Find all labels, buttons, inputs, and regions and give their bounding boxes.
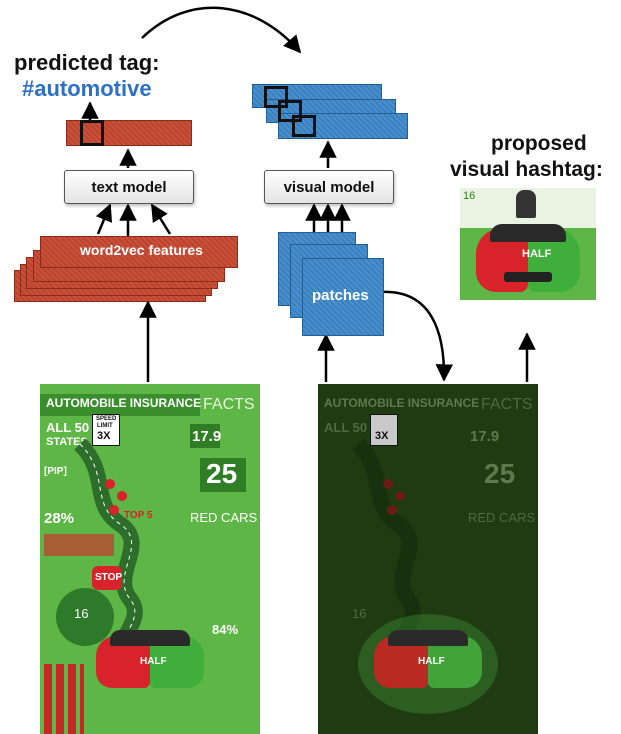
visual-output-highlight-2 bbox=[278, 100, 302, 122]
attention-red-cars: RED CARS bbox=[468, 510, 536, 525]
poster-top5: TOP 5 bbox=[124, 510, 153, 521]
crop-bottom-band bbox=[460, 300, 596, 324]
poster-title-bar bbox=[40, 394, 200, 416]
stat-box-25 bbox=[200, 458, 246, 492]
attention-car-half: HALF bbox=[418, 656, 445, 667]
visual-output-highlight-1 bbox=[264, 86, 288, 108]
visual-model-box: visual model bbox=[264, 170, 394, 204]
text-model-box: text model bbox=[64, 170, 194, 204]
stat-25: 25 bbox=[206, 458, 238, 489]
crop-driver bbox=[516, 190, 536, 218]
poster-pip: [PIP] bbox=[44, 466, 67, 477]
attention-car-windshield bbox=[388, 630, 468, 646]
poster-car-windshield bbox=[110, 630, 190, 646]
poster-all50: ALL 50 bbox=[46, 420, 90, 435]
attention-stat-16: 16 bbox=[352, 606, 367, 621]
poster-title: AUTOMOBILE INSURANCE bbox=[46, 396, 202, 410]
stat-circle-16 bbox=[56, 588, 114, 646]
crop-car-windshield bbox=[490, 224, 566, 242]
crop-stat-16: 16 bbox=[463, 190, 476, 202]
stat-box-179 bbox=[190, 424, 220, 448]
patch-layer-1 bbox=[302, 258, 384, 336]
speed-sign-line1: SPEED bbox=[96, 416, 117, 422]
patches-label: patches bbox=[312, 287, 369, 304]
predicted-tag-heading: predicted tag: bbox=[14, 50, 160, 75]
stat-179: 17.9 bbox=[192, 428, 222, 445]
word2vec-layer-1 bbox=[40, 236, 238, 268]
curved-arrow-tag-to-visual bbox=[141, 6, 302, 54]
predicted-tag-value: #automotive bbox=[22, 76, 152, 101]
attention-poster-title: AUTOMOBILE INSURANCE bbox=[324, 396, 480, 410]
attention-poster-all50: ALL 50 bbox=[324, 420, 368, 435]
text-output-highlight bbox=[80, 120, 104, 146]
visual-output-highlight-3 bbox=[292, 115, 316, 137]
stop-sign-label: STOP bbox=[95, 572, 123, 583]
attention-stat-25: 25 bbox=[484, 458, 516, 489]
proposed-hashtag-heading-line2: visual hashtag: bbox=[450, 158, 603, 181]
proposed-hashtag-image: 16 HALF bbox=[460, 188, 596, 324]
speed-sign-value: 3X bbox=[97, 430, 111, 442]
poster-car-half: HALF bbox=[140, 656, 167, 667]
speed-sign: SPEED LIMIT 3X bbox=[92, 414, 120, 446]
infographic-poster: AUTOMOBILE INSURANCE FACTS ALL 50 STATES… bbox=[40, 384, 260, 734]
poster-states: STATES bbox=[46, 436, 88, 448]
crop-car-grille bbox=[504, 272, 552, 282]
stat-28: 28% bbox=[44, 510, 75, 527]
poster-bottom-bars bbox=[44, 664, 84, 734]
stat-16: 16 bbox=[74, 606, 89, 621]
arrow-features-to-textmodel-left bbox=[95, 203, 113, 235]
stat-84: 84% bbox=[212, 622, 239, 637]
attention-stat-179: 17.9 bbox=[470, 428, 500, 445]
stop-sign bbox=[92, 566, 122, 590]
attention-speed-sign: 3X bbox=[370, 414, 398, 446]
poster-red-cars: RED CARS bbox=[190, 510, 258, 525]
text-output-vector bbox=[66, 120, 192, 146]
attention-poster-facts: FACTS bbox=[481, 396, 533, 413]
attention-poster: AUTOMOBILE INSURANCE FACTS ALL 50 3X 17.… bbox=[318, 384, 538, 734]
arrow-patches-to-darkposter bbox=[381, 290, 454, 382]
attention-speed-value: 3X bbox=[375, 430, 389, 442]
crop-car-half: HALF bbox=[522, 248, 552, 260]
speed-sign-line2: LIMIT bbox=[97, 423, 113, 429]
arrow-features-to-textmodel-right bbox=[150, 203, 172, 235]
poster-facts: FACTS bbox=[203, 396, 255, 413]
word2vec-label: word2vec features bbox=[80, 242, 203, 258]
proposed-hashtag-heading-line1: proposed bbox=[491, 132, 587, 155]
